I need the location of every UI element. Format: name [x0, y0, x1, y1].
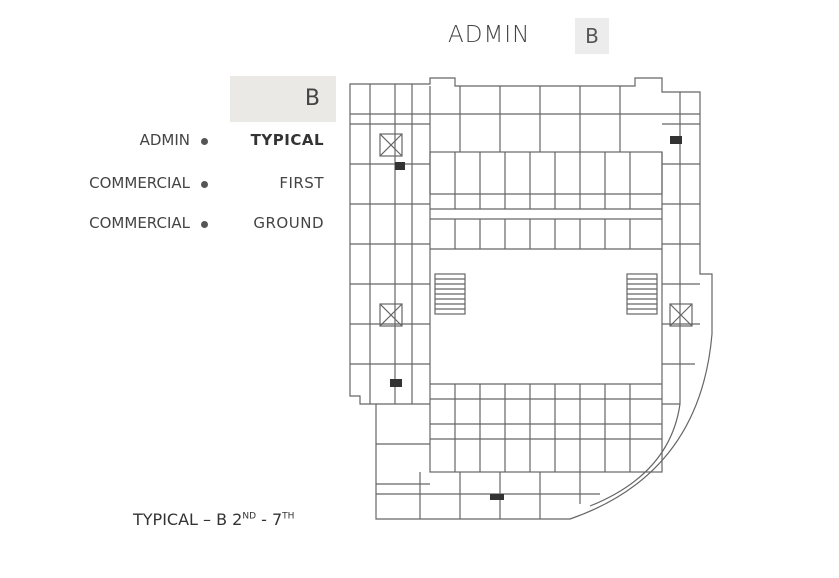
floor-use-label: ADMIN [139, 131, 190, 149]
floor-use-label: COMMERCIAL [89, 174, 190, 192]
bullet-dot-icon [201, 138, 208, 145]
caption-mid: - 7 [256, 510, 283, 529]
floor-label: TYPICAL [250, 131, 324, 149]
plan-caption: TYPICAL – B 2ND - 7TH [133, 510, 294, 529]
caption-sup-th: TH [282, 511, 295, 522]
floor-use-label: COMMERCIAL [89, 214, 190, 232]
floor-option-first[interactable]: COMMERCIAL FIRST [0, 174, 330, 198]
floor-label: FIRST [279, 174, 324, 192]
floor-option-ground[interactable]: COMMERCIAL GROUND [0, 214, 330, 238]
floor-option-typical[interactable]: ADMIN TYPICAL [0, 131, 330, 155]
floor-label: GROUND [253, 214, 324, 232]
page-title: ADMIN [448, 22, 531, 48]
caption-main: TYPICAL – B 2 [133, 510, 243, 529]
block-badge: B [575, 18, 609, 54]
caption-sup-nd: ND [242, 511, 257, 522]
bullet-dot-icon [201, 181, 208, 188]
bullet-dot-icon [201, 221, 208, 228]
block-tab-b[interactable]: B [230, 76, 336, 122]
floor-plan-drawing [349, 77, 713, 520]
